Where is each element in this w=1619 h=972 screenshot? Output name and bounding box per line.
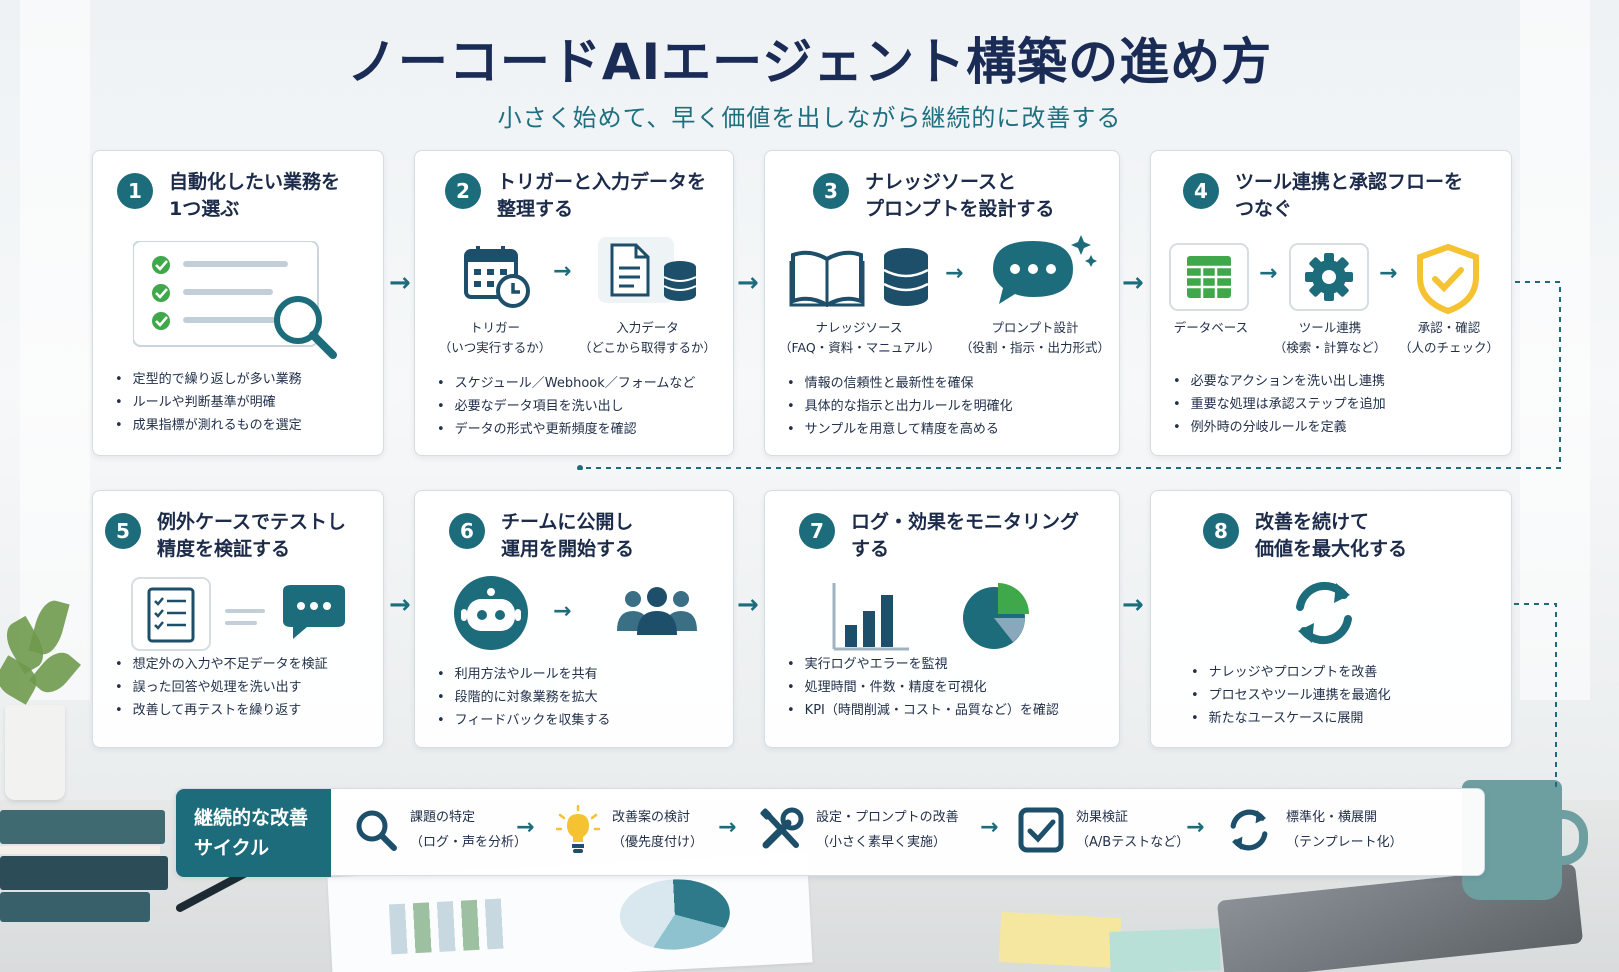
step-number: 4 [1183, 173, 1219, 209]
books-decoration [0, 810, 170, 930]
step-number: 5 [105, 513, 141, 549]
flow-arrow: → [945, 261, 964, 286]
page-subtitle: 小さく始めて、早く価値を出しながら継続的に改善する [497, 104, 1122, 132]
step-title: ツール連携と承認フローをつなぐ [1235, 171, 1464, 220]
cycle-item-verify: 効果検証（A/Bテストなど） [1018, 805, 1189, 855]
refresh-icon [1296, 581, 1352, 645]
improvement-cycle-panel: 継続的な改善サイクル 課題の特定（ログ・声を分析） → 改善案の検討（優先度付け… [175, 788, 1485, 877]
step-card-4: 4 ツール連携と承認フローをつなぐ → → データベース ツール連携（検索・計算… [1150, 150, 1512, 456]
step-number: 2 [445, 173, 481, 209]
step-number: 8 [1203, 513, 1239, 549]
trigger-label: トリガー（いつ実行するか） [438, 320, 552, 355]
step-number: 7 [799, 513, 835, 549]
step-bullets: 定型的で繰り返しが多い業務ルールや判断基準が明確成果指標が測れるものを選定 [115, 368, 302, 437]
robot-icon [454, 576, 528, 650]
input-data-label: 入力データ（どこから取得するか） [578, 320, 717, 355]
step-title: 改善を続けて価値を最大化する [1255, 511, 1408, 560]
gear-icon [1289, 243, 1369, 311]
step-bullets: ナレッジやプロンプトを改善プロセスやツール連携を最適化新たなユースケースに展開 [1191, 661, 1391, 730]
flow-arrow: → [1186, 815, 1205, 840]
search-icon [356, 810, 397, 851]
step-number: 3 [813, 173, 849, 209]
document-database-icon [598, 237, 697, 303]
shield-check-icon [1417, 243, 1479, 315]
flow-arrow: → [553, 259, 572, 284]
step-bullets: 利用方法やルールを共有段階的に対象業務を拡大フィードバックを収集する [437, 663, 611, 732]
sticky-note-decoration [1109, 928, 1221, 972]
cycle-connector-line [1514, 603, 1557, 788]
flow-arrow: → [389, 590, 411, 620]
step-title: 例外ケースでテストし精度を検証する [157, 511, 347, 560]
row-connector-line [577, 281, 1561, 470]
tool-integration-label: ツール連携（検索・計算など） [1273, 320, 1387, 355]
step-card-3: 3 ナレッジソースとプロンプトを設計する → ナレッジソース（FAQ・資料・マニ… [764, 150, 1120, 456]
bar-chart-icon [832, 583, 909, 651]
plant-decoration [0, 597, 81, 800]
mug-handle-decoration [1548, 810, 1588, 865]
step-title: ナレッジソースとプロンプトを設計する [865, 171, 1055, 220]
knowledge-source-label: ナレッジソース（FAQ・資料・マニュアル） [779, 320, 941, 355]
calendar-clock-icon [464, 246, 530, 308]
chat-bubble-icon [993, 235, 1097, 304]
cycle-item-plan: 改善案の検討（優先度付け） [556, 805, 703, 855]
flow-arrow: → [553, 599, 572, 624]
page-title: ノーコードAIエージェント構築の進め方 [346, 33, 1273, 91]
database-icon [883, 248, 929, 306]
checklist-doc-icon [131, 577, 211, 651]
sticky-note-decoration [998, 911, 1122, 969]
step-bullets: 実行ログやエラーを監視処理時間・件数・精度を可視化KPI（時間削減・コスト・品質… [787, 653, 1059, 722]
flow-arrow: → [1379, 261, 1398, 286]
book-icon [789, 250, 865, 307]
step-number: 1 [117, 173, 153, 209]
step-title: チームに公開し運用を開始する [501, 511, 635, 560]
tools-icon [760, 807, 804, 849]
step-card-2: 2 トリガーと入力データを整理する → トリガー（いつ実行するか） 入力データ（… [414, 150, 734, 456]
database-label: データベース [1173, 320, 1249, 335]
step-bullets: 必要なアクションを洗い出し連携重要な処理は承認ステップを追加例外時の分岐ルールを… [1173, 370, 1386, 439]
flow-arrow: → [389, 268, 411, 298]
flow-arrow: → [737, 268, 759, 298]
chat-bubble-icon [283, 585, 345, 639]
flow-arrow: → [1122, 590, 1144, 620]
step-title: ログ・効果をモニタリングする [851, 511, 1080, 560]
cycle-label: 継続的な改善サイクル [176, 789, 331, 877]
step-bullets: 情報の信頼性と最新性を確保具体的な指示と出力ルールを明確化サンプルを用意して精度… [787, 372, 1013, 441]
cycle-item-problem: 課題の特定（ログ・声を分析） [354, 805, 527, 855]
flow-arrow: → [516, 815, 535, 840]
flow-arrow: → [718, 815, 737, 840]
cycle-item-standardize: 標準化・横展開（テンプレート化） [1224, 805, 1403, 855]
spreadsheet-icon [1169, 243, 1249, 311]
step-title: トリガーと入力データを整理する [497, 171, 707, 220]
approval-label: 承認・確認（人のチェック） [1398, 320, 1499, 355]
step-number: 6 [449, 513, 485, 549]
magnifier-icon [274, 296, 337, 359]
background-window [1520, 0, 1590, 700]
background-window [20, 0, 90, 700]
lightbulb-icon [556, 805, 600, 853]
step-bullets: スケジュール／Webhook／フォームなど必要なデータ項目を洗い出しデータの形式… [437, 372, 696, 441]
checklist-icon [133, 241, 319, 347]
pie-chart-icon [963, 583, 1029, 649]
cycle-item-improve: 設定・プロンプトの改善（小さく素早く実施） [758, 805, 959, 855]
flow-arrow: → [737, 590, 759, 620]
team-icon [617, 587, 697, 635]
refresh-icon [1230, 809, 1268, 851]
flow-arrow: → [1259, 261, 1278, 286]
checkbox-icon [1018, 807, 1064, 853]
prompt-design-label: プロンプト設計（役割・指示・出力形式） [959, 320, 1110, 355]
flow-arrow: → [980, 815, 999, 840]
flow-arrow: → [1122, 268, 1144, 298]
step-bullets: 想定外の入力や不足データを検証誤った回答や処理を洗い出す改善して再テストを繰り返… [115, 653, 328, 722]
